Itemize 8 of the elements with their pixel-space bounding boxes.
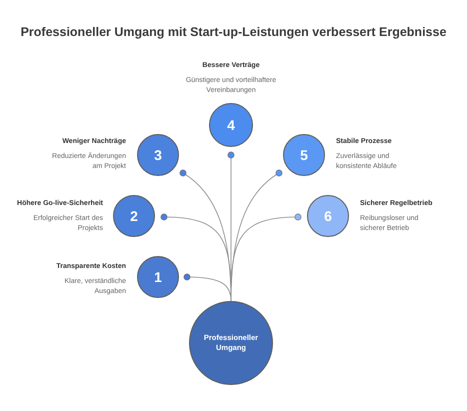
circle-number: 2 [130,208,138,224]
circle-number: 4 [227,117,235,133]
circle-number: 6 [324,208,332,224]
circle-number: 1 [154,269,162,285]
connector-line [230,214,302,302]
circle-number: 3 [154,147,162,163]
title: Professioneller Umgang mit Start-up-Leistungen verbessert Ergebnisse [20,24,446,40]
circle-number: 5 [300,147,308,163]
